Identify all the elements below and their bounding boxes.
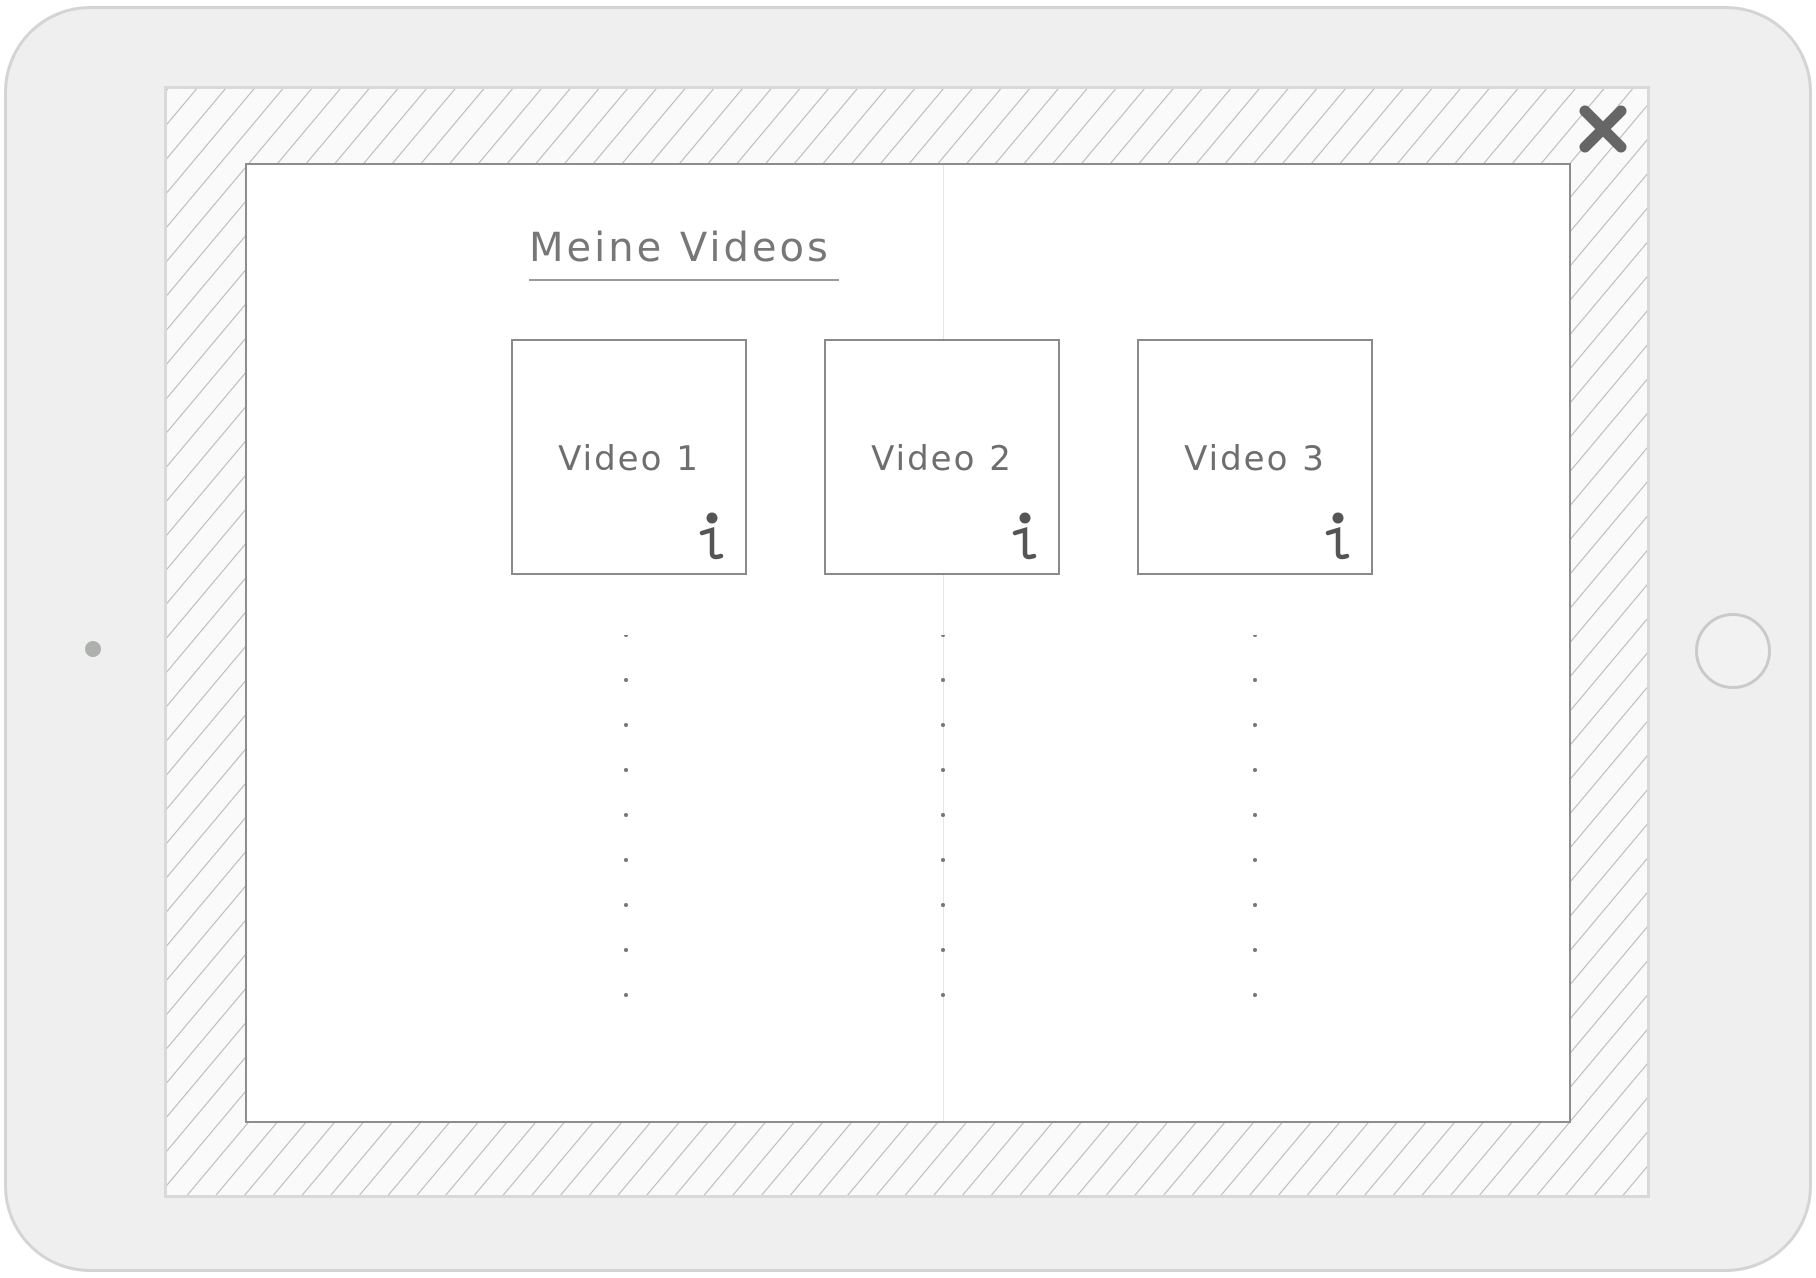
camera-icon: [85, 641, 101, 657]
tablet-screen: Meine Videos Video 1 Video 2 Video 3: [164, 86, 1650, 1198]
more-items-indicator: [941, 635, 945, 997]
video-card-label: Video 3: [1184, 439, 1326, 479]
paper-fold-line: [943, 165, 944, 1121]
video-card-2[interactable]: Video 2: [824, 339, 1060, 575]
info-icon[interactable]: [697, 511, 727, 563]
page-title: Meine Videos: [529, 225, 839, 281]
home-button[interactable]: [1695, 613, 1771, 689]
video-card-1[interactable]: Video 1: [511, 339, 747, 575]
more-items-indicator: [1253, 635, 1257, 997]
info-icon[interactable]: [1010, 511, 1040, 563]
more-items-indicator: [624, 635, 628, 997]
video-card-label: Video 2: [871, 439, 1013, 479]
video-card-3[interactable]: Video 3: [1137, 339, 1373, 575]
content-area: Meine Videos Video 1 Video 2 Video 3: [245, 163, 1571, 1123]
video-card-label: Video 1: [558, 439, 700, 479]
info-icon[interactable]: [1323, 511, 1353, 563]
close-icon[interactable]: [1575, 101, 1631, 157]
